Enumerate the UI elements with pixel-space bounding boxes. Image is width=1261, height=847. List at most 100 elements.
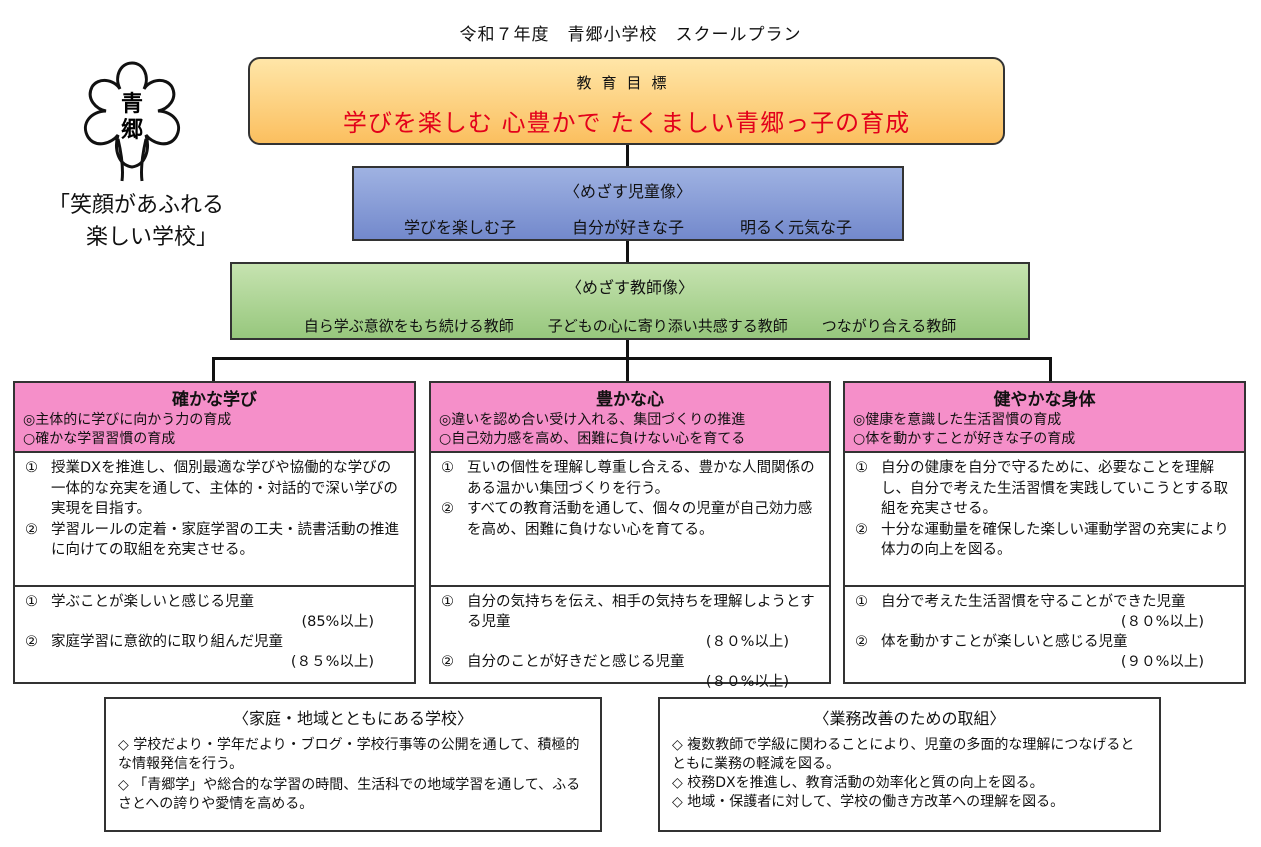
eval-text: 自分のことが好きだと感じる児童 <box>467 654 685 670</box>
child-image-title: 〈めざす児童像〉 <box>563 182 692 201</box>
column-header-item: ◎健康を意識した生活習慣の育成 <box>853 412 1062 428</box>
eval-number: ② <box>855 634 868 650</box>
eval-item: ② 体を動かすことが楽しいと感じる児童 <box>855 632 1234 652</box>
slogan: 「笑顔があふれる 楽しい学校」 <box>48 190 248 254</box>
column-actions: ① 自分の健康を自分で守るために、必要なことを理解し、自分で考えた生活習慣を実践し… <box>845 453 1244 587</box>
column-title: 健やかな身体 <box>993 390 1096 410</box>
column-rich-heart: 豊かな心 ◎違いを認め合い受け入れる、集団づくりの推進 ○自己効力感を高め、困難… <box>429 381 831 690</box>
column-healthy-body: 健やかな身体 ◎健康を意識した生活習慣の育成 ○体を動かすことが好きな子の育成 … <box>843 381 1246 684</box>
connector-horizontal <box>212 357 1052 360</box>
emblem-char-ao: 青 <box>121 91 143 117</box>
teacher-image-title: 〈めざす教師像〉 <box>565 278 694 297</box>
reform-item: ◇ 校務DXを推進し、教育活動の効率化と質の向上を図る。 <box>672 775 1044 791</box>
column-solid-learning: 確かな学び ◎主体的に学びに向かう力の育成 ○確かな学習習慣の育成 ① 授業DXを… <box>13 381 416 684</box>
reform-title: 〈業務改善のための取組〉 <box>813 709 1006 728</box>
community-title: 〈家庭・地域とともにある学校〉 <box>232 709 473 728</box>
connector-drop-center <box>626 357 629 383</box>
eval-target: (８０%以上) <box>1120 614 1204 630</box>
community-item: ◇ 学校だより・学年だより・ブログ・学校行事等の公開を通して、積極的な情報発信を… <box>118 737 580 772</box>
connector-vertical-1 <box>626 144 629 168</box>
page-title: 令和７年度 青郷小学校 スクールプラン <box>459 25 802 45</box>
eval-target: (85%以上) <box>301 614 374 630</box>
column-title: 確かな学び <box>172 390 257 410</box>
slogan-line1: 「笑顔があふれる <box>48 193 225 218</box>
action-item: ① 自分の健康を自分で守るために、必要なことを理解し、自分で考えた生活習慣を実践し… <box>855 458 1234 520</box>
connector-drop-left <box>212 357 215 383</box>
reform-item: ◇ 地域・保護者に対して、学校の働き方改革への理解を図る。 <box>672 794 1065 810</box>
action-text: 互いの個性を理解し尊重し合える、豊かな人間関係のある温かい集団づくりを行う。 <box>467 460 815 497</box>
sakura-emblem-icon: 青 郷 <box>83 61 181 182</box>
column-header-item: ○確かな学習習慣の育成 <box>23 431 176 447</box>
action-number: ① <box>25 460 38 476</box>
eval-target: (８０%以上) <box>705 634 789 650</box>
school-emblem: 青 郷 <box>62 55 202 190</box>
eval-item: ① 自分で考えた生活習慣を守ることができた児童 <box>855 592 1234 612</box>
eval-target: (９０%以上) <box>1120 654 1204 670</box>
action-number: ② <box>855 521 868 538</box>
teacher-image-item: 自ら学ぶ意欲をもち続ける教師 <box>303 317 514 335</box>
target-teacher-box: 〈めざす教師像〉 自ら学ぶ意欲をもち続ける教師 子どもの心に寄り添い共感する教師… <box>230 262 1030 340</box>
eval-number: ① <box>25 594 38 610</box>
column-header: 健やかな身体 ◎健康を意識した生活習慣の育成 ○体を動かすことが好きな子の育成 <box>845 383 1244 453</box>
action-item: ② 十分な運動量を確保した楽しい運動学習の充実により体力の向上を図る。 <box>855 520 1234 561</box>
eval-target: (８０%以上) <box>705 674 789 690</box>
column-header-item: ○自己効力感を高め、困難に負けない心を育てる <box>439 431 746 447</box>
teacher-image-item: つながり合える教師 <box>821 317 957 335</box>
eval-text: 学ぶことが楽しいと感じる児童 <box>51 594 254 610</box>
connector-vertical-2 <box>626 240 629 264</box>
column-evaluation: ① 自分の気持ちを伝え、相手の気持ちを理解しようとする児童 (８０%以上) ② 自分… <box>431 587 829 697</box>
action-text: 自分の健康を自分で守るために、必要なことを理解し、自分で考えた生活習慣を実践して… <box>881 460 1229 517</box>
action-item: ① 互いの個性を理解し尊重し合える、豊かな人間関係のある温かい集団づくりを行う。 <box>441 458 819 499</box>
column-header: 豊かな心 ◎違いを認め合い受け入れる、集団づくりの推進 ○自己効力感を高め、困難… <box>431 383 829 453</box>
action-text: 授業DXを推進し、個別最適な学びや協働的な学びの一体的な充実を通して、主体的・対… <box>51 460 398 517</box>
child-image-item: 明るく元気な子 <box>740 218 853 237</box>
child-image-item: 自分が好きな子 <box>571 218 684 237</box>
reform-box: 〈業務改善のための取組〉 ◇ 複数教師で学級に関わることにより、児童の多面的な理… <box>658 697 1161 832</box>
column-header: 確かな学び ◎主体的に学びに向かう力の育成 ○確かな学習習慣の育成 <box>15 383 414 453</box>
action-text: 学習ルールの定着・家庭学習の工夫・読書活動の推進に向けての取組を充実させる。 <box>51 521 399 559</box>
eval-text: 自分の気持ちを伝え、相手の気持ちを理解しようとする児童 <box>467 594 815 630</box>
action-item: ① 授業DXを推進し、個別最適な学びや協働的な学びの一体的な充実を通して、主体的・… <box>25 458 404 520</box>
action-item: ② すべての教育活動を通して、個々の児童が自己効力感を高め、困難に負けない心を育て… <box>441 499 819 540</box>
reform-item: ◇ 複数教師で学級に関わることにより、児童の多面的な理解につなげるとともに業務の… <box>672 737 1135 772</box>
eval-text: 体を動かすことが楽しいと感じる児童 <box>881 634 1128 650</box>
eval-number: ① <box>441 594 454 610</box>
eval-text: 家庭学習に意欲的に取り組んだ児童 <box>51 634 283 650</box>
eval-text: 自分で考えた生活習慣を守ることができた児童 <box>881 594 1186 610</box>
action-number: ② <box>25 521 38 538</box>
column-actions: ① 授業DXを推進し、個別最適な学びや協働的な学びの一体的な充実を通して、主体的・… <box>15 453 414 587</box>
eval-number: ② <box>441 654 454 670</box>
action-text: すべての教育活動を通して、個々の児童が自己効力感を高め、困難に負けない心を育てる… <box>467 501 813 538</box>
eval-item: ② 家庭学習に意欲的に取り組んだ児童 <box>25 632 404 652</box>
column-title: 豊かな心 <box>596 390 664 410</box>
community-box: 〈家庭・地域とともにある学校〉 ◇ 学校だより・学年だより・ブログ・学校行事等の… <box>104 697 602 832</box>
column-evaluation: ① 学ぶことが楽しいと感じる児童 (85%以上) ② 家庭学習に意欲的に取り組んだ児… <box>15 587 414 677</box>
connector-vertical-3 <box>626 339 629 359</box>
column-header-item: ○体を動かすことが好きな子の育成 <box>853 431 1076 447</box>
action-number: ① <box>855 460 868 476</box>
action-number: ① <box>441 460 454 476</box>
goal-label: 教育目標 <box>576 74 677 92</box>
eval-item: ② 自分のことが好きだと感じる児童 <box>441 652 819 672</box>
slogan-line2: 楽しい学校」 <box>86 225 219 250</box>
eval-item: ① 自分の気持ちを伝え、相手の気持ちを理解しようとする児童 <box>441 592 819 632</box>
column-header-item: ◎違いを認め合い受け入れる、集団づくりの推進 <box>439 412 746 428</box>
education-goal-box: 教育目標 学びを楽しむ 心豊かで たくましい青郷っ子の育成 <box>248 57 1005 145</box>
connector-drop-right <box>1049 357 1052 383</box>
emblem-char-go: 郷 <box>121 117 143 143</box>
eval-number: ① <box>855 594 868 610</box>
column-header-item: ◎主体的に学びに向かう力の育成 <box>23 412 232 428</box>
child-image-item: 学びを楽しむ子 <box>403 218 516 237</box>
target-child-box: 〈めざす児童像〉 学びを楽しむ子 自分が好きな子 明るく元気な子 <box>352 166 904 241</box>
community-item: ◇ 「青郷学」や総合的な学習の時間、生活科での地域学習を通して、ふるさとへの誇り… <box>118 777 581 812</box>
eval-target: (８５%以上) <box>290 654 374 670</box>
eval-number: ② <box>25 634 38 650</box>
column-evaluation: ① 自分で考えた生活習慣を守ることができた児童 (８０%以上) ② 体を動かすことが… <box>845 587 1244 677</box>
action-item: ② 学習ルールの定着・家庭学習の工夫・読書活動の推進に向けての取組を充実させる。 <box>25 520 404 561</box>
action-number: ② <box>441 501 454 517</box>
goal-text: 学びを楽しむ 心豊かで たくましい青郷っ子の育成 <box>342 109 911 137</box>
eval-item: ① 学ぶことが楽しいと感じる児童 <box>25 592 404 612</box>
action-text: 十分な運動量を確保した楽しい運動学習の充実により体力の向上を図る。 <box>881 521 1229 559</box>
teacher-image-item: 子どもの心に寄り添い共感する教師 <box>547 317 788 335</box>
